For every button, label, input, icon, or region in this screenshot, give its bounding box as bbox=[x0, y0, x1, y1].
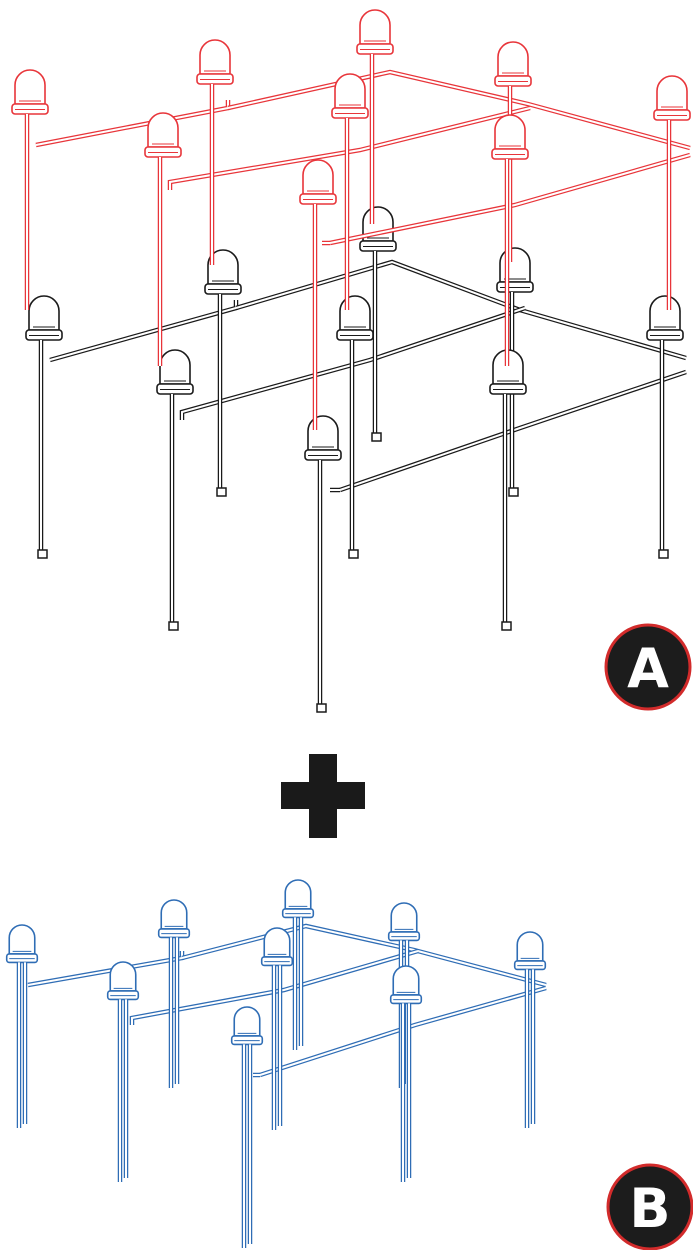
badge-b: B bbox=[606, 1163, 693, 1250]
plus-vertical-bar bbox=[309, 754, 337, 838]
b-led-3 bbox=[281, 879, 315, 919]
b-led-1 bbox=[5, 924, 39, 964]
a-bottom-wire-row1-left bbox=[49, 300, 239, 363]
a-top-led-6 bbox=[331, 73, 369, 119]
b-led-6 bbox=[260, 927, 294, 967]
b-wire-row1-left bbox=[27, 951, 185, 988]
a-bottom-leg-7 bbox=[658, 340, 669, 559]
a-top-led-2 bbox=[196, 39, 234, 85]
a-top-led-9 bbox=[299, 159, 337, 205]
a-top-led-8 bbox=[491, 114, 529, 160]
b-led-7 bbox=[513, 931, 547, 971]
a-bottom-led-4 bbox=[496, 247, 534, 293]
b-led-2 bbox=[157, 899, 191, 939]
a-top-led-1 bbox=[11, 69, 49, 115]
badge-a-label: A bbox=[627, 637, 669, 700]
a-top-led-3 bbox=[356, 9, 394, 55]
a-top-wire-row1-left bbox=[35, 100, 231, 148]
a-bottom-leg-5 bbox=[168, 394, 179, 631]
layer-a-top-red bbox=[11, 9, 691, 430]
a-bottom-leg-9 bbox=[316, 460, 327, 713]
a-bottom-leg-8 bbox=[501, 394, 512, 631]
a-bottom-leg-1 bbox=[37, 340, 48, 559]
a-top-led-4 bbox=[494, 41, 532, 87]
b-wire-back bbox=[181, 923, 547, 988]
badge-b-circle bbox=[606, 1163, 693, 1250]
a-bottom-wire-back bbox=[235, 259, 687, 361]
b-led-9 bbox=[230, 1006, 264, 1046]
badge-b-label: B bbox=[629, 1177, 670, 1240]
badge-a-circle bbox=[604, 623, 692, 711]
badge-a: A bbox=[604, 623, 692, 711]
b-led-4 bbox=[387, 902, 421, 942]
a-bottom-leg-3 bbox=[371, 251, 382, 442]
a-bottom-leg-6 bbox=[348, 340, 359, 559]
b-led-5 bbox=[106, 961, 140, 1001]
a-bottom-led-8 bbox=[489, 349, 527, 395]
b-led-8 bbox=[389, 965, 423, 1005]
a-bottom-led-1 bbox=[25, 295, 63, 341]
layer-b-blue bbox=[5, 879, 547, 1248]
a-bottom-led-9 bbox=[304, 415, 342, 461]
a-top-led-7 bbox=[653, 75, 691, 121]
a-top-led-5 bbox=[144, 112, 182, 158]
a-top-wire-middle bbox=[167, 105, 531, 190]
a-bottom-led-5 bbox=[156, 349, 194, 395]
layer-a-bottom-black bbox=[25, 206, 687, 713]
a-bottom-led-6 bbox=[336, 295, 374, 341]
a-bottom-leg-2 bbox=[216, 294, 227, 497]
plus-sign bbox=[281, 754, 365, 838]
a-top-wire-back bbox=[227, 69, 691, 151]
a-bottom-led-2 bbox=[204, 249, 242, 295]
a-bottom-led-7 bbox=[646, 295, 684, 341]
